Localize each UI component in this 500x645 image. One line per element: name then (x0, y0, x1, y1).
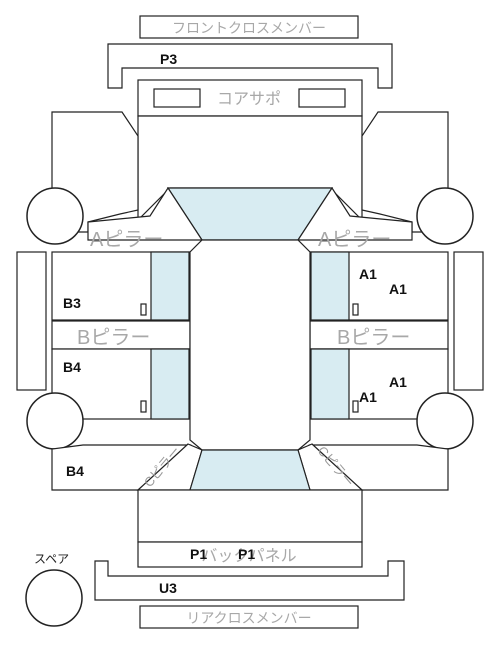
code-a1-rear-2: A1 (359, 389, 377, 405)
right-rear-door-handle[interactable] (352, 400, 359, 413)
code-p1-2: P1 (238, 546, 255, 562)
code-p3: P3 (160, 51, 177, 67)
b-pillar-left-panel[interactable] (51, 320, 191, 350)
a-pillar-right-label: Aピラー (318, 229, 391, 251)
code-b4-quarter: B4 (66, 463, 84, 479)
rear-cross-member-label: リアクロスメンバー (186, 610, 311, 626)
left-front-window[interactable] (150, 251, 190, 321)
front-bumper-outline[interactable] (107, 43, 393, 89)
b-pillar-left-label: Bピラー (77, 327, 150, 349)
right-front-window[interactable] (310, 251, 350, 321)
right-headlight[interactable] (298, 88, 346, 108)
left-headlight[interactable] (153, 88, 201, 108)
left-rear-door-handle[interactable] (140, 400, 147, 413)
right-rear-window[interactable] (310, 348, 350, 420)
code-b4-door: B4 (63, 359, 81, 375)
roof-panel[interactable] (189, 239, 311, 451)
left-front-tire[interactable] (26, 187, 84, 245)
a-pillar-right-panel[interactable] (296, 186, 413, 241)
back-panel-label: バックパネル (201, 547, 296, 565)
code-p1-1: P1 (190, 546, 207, 562)
left-rear-window[interactable] (150, 348, 190, 420)
right-rear-tire[interactable] (416, 392, 474, 450)
rear-cross-member-box[interactable] (139, 605, 359, 629)
front-cross-member-label: フロントクロスメンバー (172, 20, 326, 36)
spare-tire[interactable] (25, 569, 83, 627)
left-front-door-handle[interactable] (140, 303, 147, 316)
radiator-support-label: コアサポ (217, 90, 281, 108)
trunk-lid[interactable] (137, 489, 363, 543)
a-pillar-left-panel[interactable] (87, 186, 204, 241)
code-u3: U3 (159, 580, 177, 596)
right-front-tire[interactable] (416, 187, 474, 245)
rear-window[interactable] (189, 449, 311, 491)
front-cross-member-box[interactable] (139, 15, 359, 39)
code-a1-rear-1: A1 (389, 374, 407, 390)
a-pillar-left-label: Aピラー (90, 229, 163, 251)
code-b3: B3 (63, 295, 81, 311)
right-front-door-handle[interactable] (352, 303, 359, 316)
back-panel[interactable] (137, 541, 363, 568)
code-a1-front-2: A1 (389, 281, 407, 297)
b-pillar-right-label: Bピラー (337, 327, 410, 349)
rear-bumper-outline[interactable] (94, 560, 405, 601)
left-side-sill[interactable] (16, 251, 47, 391)
spare-tire-label: スペア (34, 552, 69, 566)
left-rear-tire[interactable] (26, 392, 84, 450)
code-a1-front-1: A1 (359, 266, 377, 282)
b-pillar-right-panel[interactable] (309, 320, 449, 350)
right-side-sill[interactable] (453, 251, 484, 391)
